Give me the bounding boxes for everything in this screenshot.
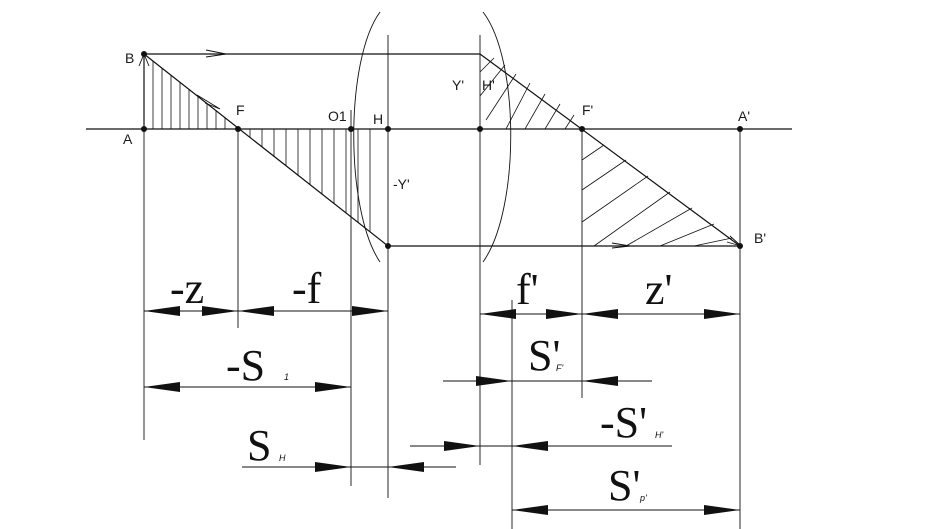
ray-direction-arrow-3 [611,242,631,249]
label-z-prime: z' [645,265,672,314]
hatch-back-principal-region [479,57,575,130]
point-o1 [348,126,354,132]
lens-front-surface [353,11,381,263]
ray-direction-arrow-2 [196,94,221,110]
label-b-prime: B' [754,230,766,246]
ray-direction-arrow-1 [205,49,227,58]
label-b: B [125,50,134,66]
label-f-prime-dim: f' [516,265,539,314]
dim-s-f-prime [443,376,652,386]
label-neg-z: -z [170,264,204,313]
ray-b-through-f [143,53,389,247]
point-h [385,126,391,132]
label-neg-s1-sub: 1 [284,372,289,382]
dim-z-prime [582,309,740,319]
dim-neg-s1 [144,382,351,392]
dim-neg-f [238,306,388,316]
dim-neg-z [144,306,238,316]
label-neg-f: -f [292,264,322,313]
hatch-image-region [581,144,733,247]
label-s-f-prime-sub: F' [556,363,563,373]
label-h: H [373,111,383,127]
label-neg-s1: -S [226,341,265,390]
label-y-prime: Y' [452,77,464,93]
lens-back-surface [482,11,512,263]
label-f: F [236,102,245,118]
point-bprime [737,243,743,249]
dim-s-h [242,462,456,472]
label-f-prime: F' [582,102,593,118]
label-o1: O1 [328,108,347,124]
label-s-p-prime-sub: p' [639,493,647,503]
hatch-front-focal-region [249,129,371,232]
point-b [141,51,147,57]
label-neg-s-h-prime-sub: H' [655,430,663,440]
label-s-h: S [247,421,271,470]
label-neg-s-h-prime: -S' [600,398,647,447]
label-s-h-sub: H [279,453,286,463]
label-h-prime: H' [482,77,495,93]
point-aprime [737,126,743,132]
label-neg-y-prime: -Y' [393,176,410,192]
point-h-lower [385,243,391,249]
label-a: A [123,131,133,147]
point-f [235,126,241,132]
dim-f-prime [480,309,582,319]
point-markers [141,51,743,249]
dim-neg-s-h-prime [410,441,672,451]
label-a-prime: A' [738,108,750,124]
point-hprime [477,126,483,132]
label-s-p-prime: S' [608,461,640,510]
hatch-object-region [152,61,226,129]
label-s-f-prime: S' [528,331,560,380]
point-a [141,126,147,132]
ray-hprime-through-fprime [479,53,741,247]
point-fprime [579,126,585,132]
dim-s-p-prime [512,505,740,515]
